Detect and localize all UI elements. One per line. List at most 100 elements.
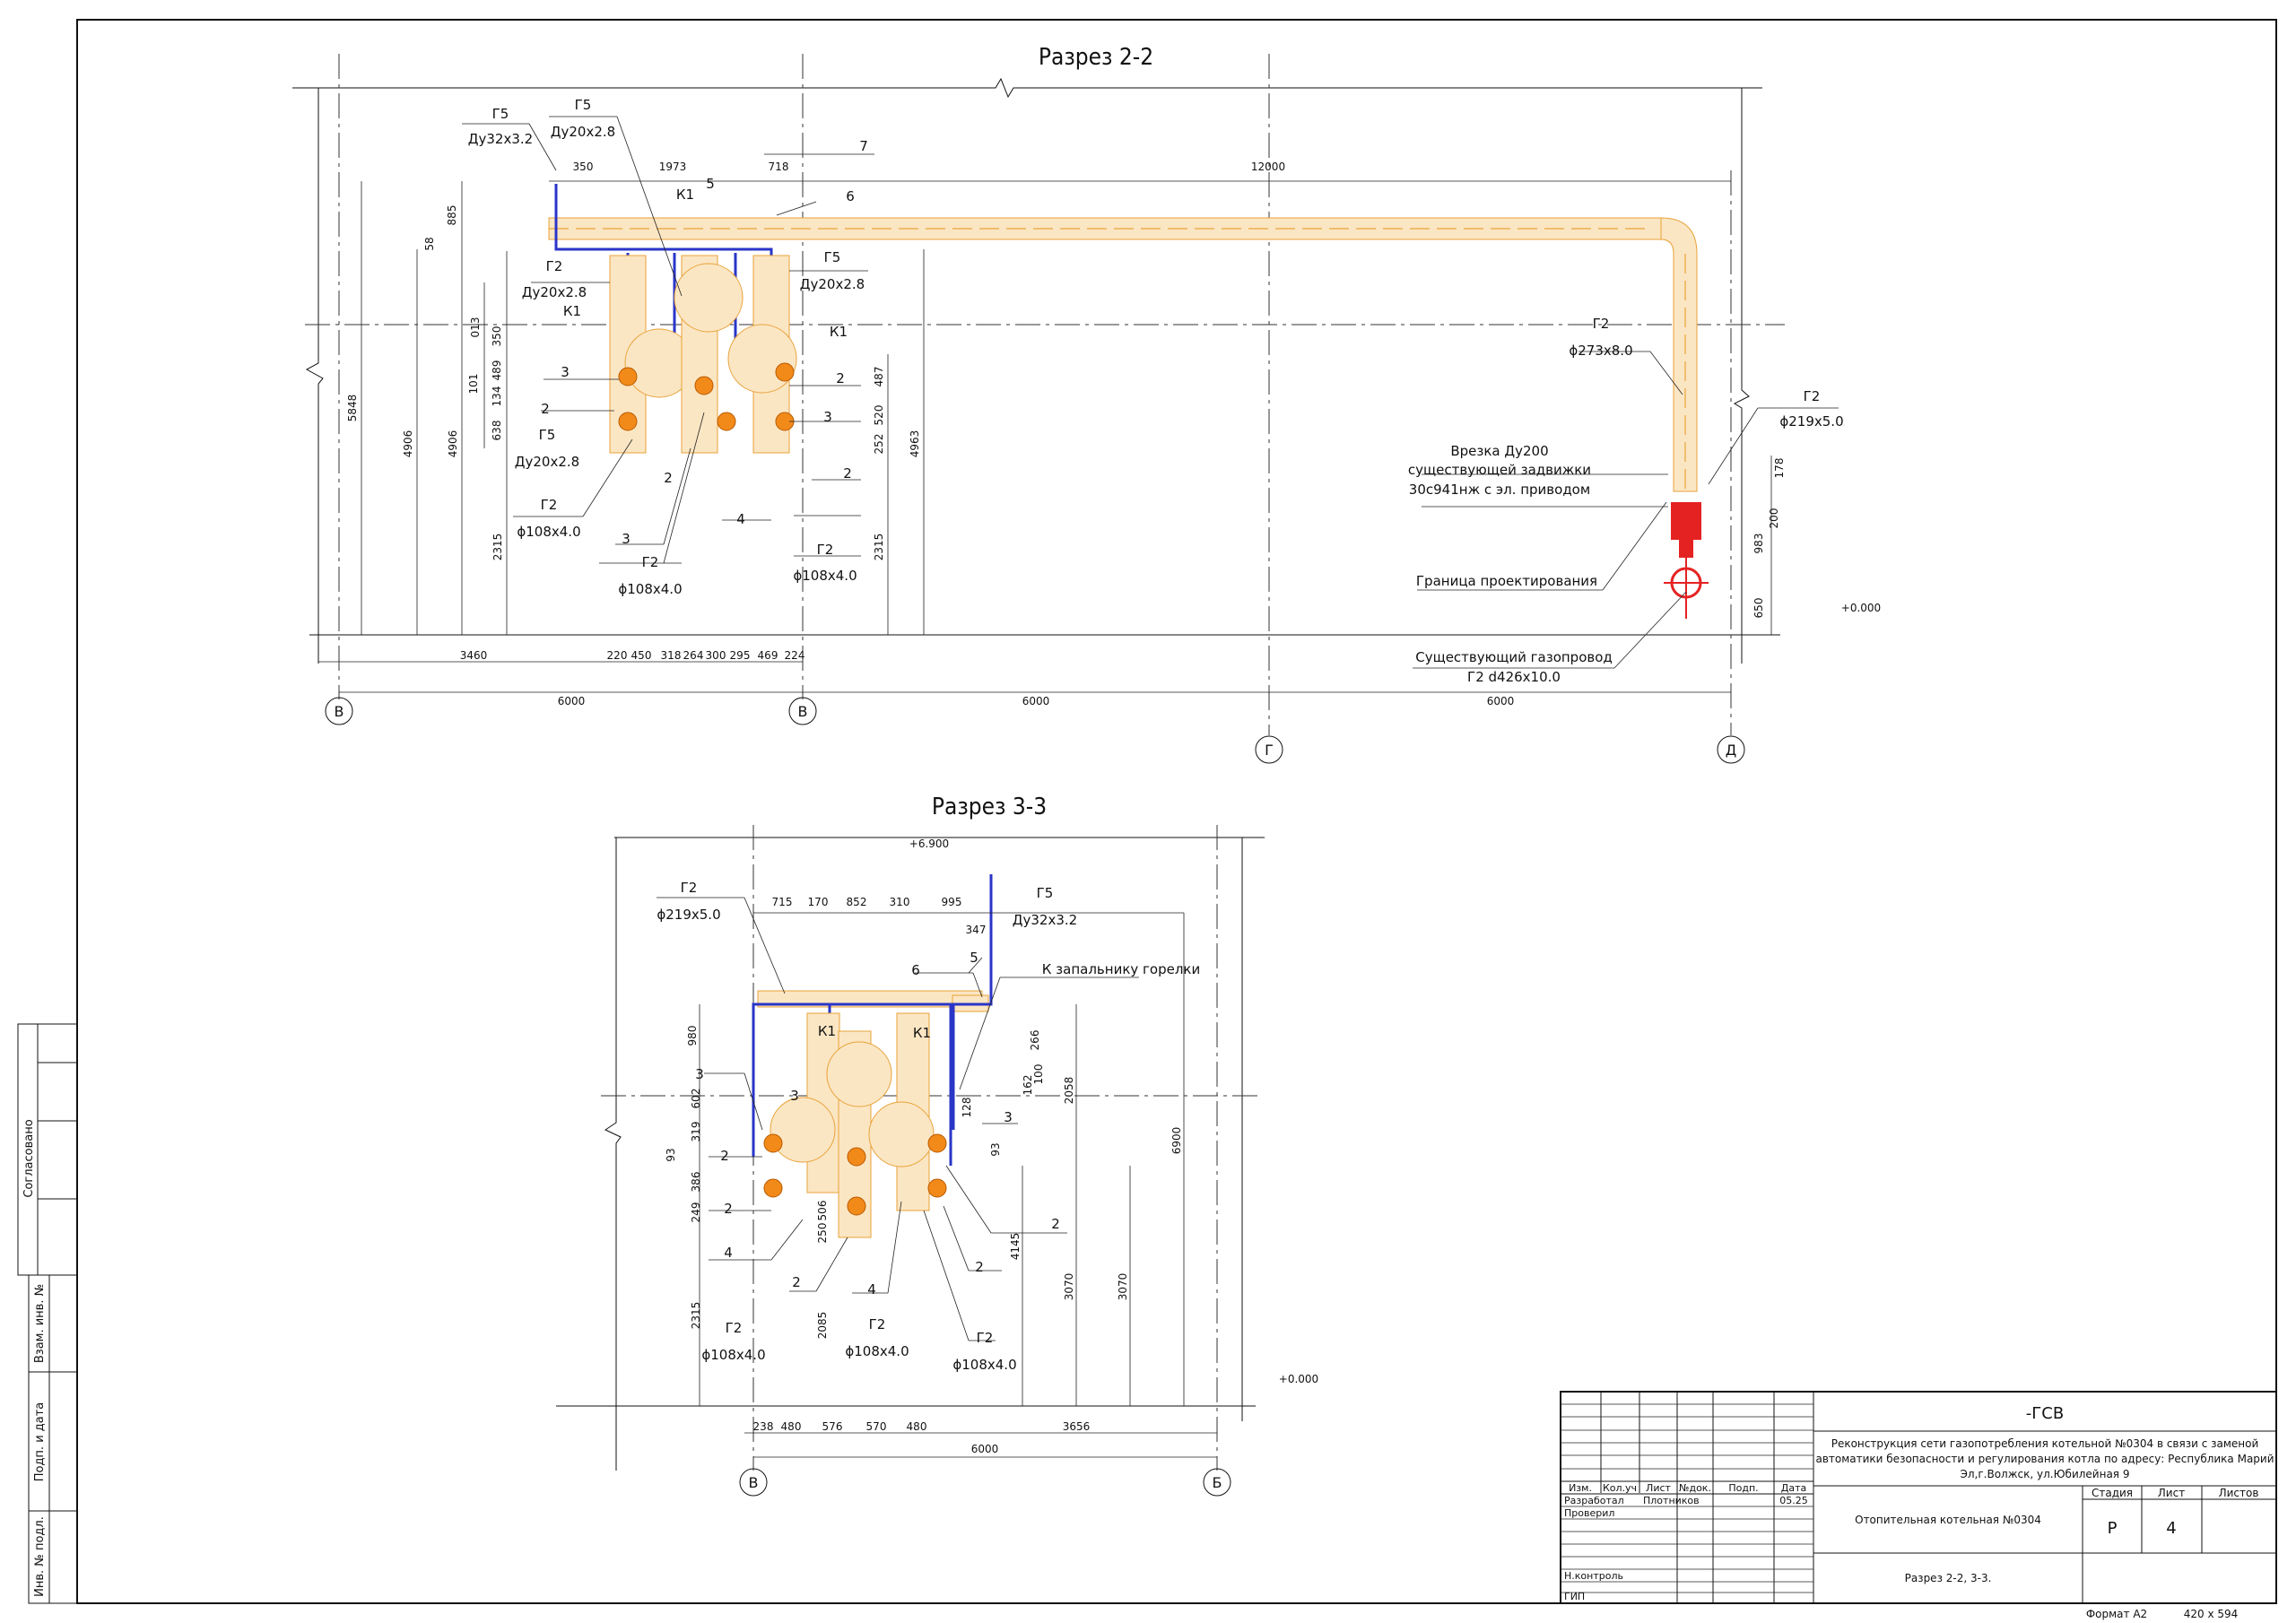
dimension-lines-2 (318, 180, 1772, 693)
tb-project-1: Реконструкция сети газопотребления котел… (1831, 1437, 2259, 1450)
axis-label-3-2: Б (1213, 1474, 1222, 1491)
label-g2c: Г2 (642, 554, 659, 570)
tb-chief-engineer: ГИП (1564, 1591, 1585, 1602)
burner-unit-3 (727, 255, 797, 454)
dim-252: 252 (873, 434, 885, 455)
dim3-249: 249 (690, 1202, 702, 1223)
tb-h-podp: Подп. (1728, 1482, 1758, 1494)
dim-3460: 3460 (460, 649, 488, 662)
label-n3c: 3 (823, 409, 832, 425)
leaders-2 (462, 116, 1839, 669)
section-3-title: Разрез 3-3 (932, 794, 1047, 820)
burner-unit-3-3 (868, 1012, 947, 1211)
label-3-n2c: 2 (792, 1274, 801, 1290)
label-g5b-d: Ду20х2.8 (551, 124, 615, 140)
label-3-n2e: 2 (1051, 1216, 1060, 1232)
tb-h-data: Дата (1781, 1482, 1806, 1494)
dim3-386: 386 (690, 1172, 702, 1193)
dim3-2058: 2058 (1063, 1077, 1075, 1105)
tb-project-2: автоматики безопасности и регулирования … (1815, 1453, 2274, 1465)
label-g5c-d: Ду20х2.8 (800, 276, 865, 292)
dim3-2315: 2315 (690, 1302, 702, 1330)
tb-h-izm: Изм. (1569, 1482, 1592, 1494)
label-g5b: Г5 (575, 97, 592, 113)
dimensions-2: 350 1973 718 12000 885 58 5848 4906 4906… (346, 161, 1786, 707)
label-3-g2c: Г2 (869, 1316, 886, 1332)
sheet-frame (76, 19, 2277, 1604)
dim3-2085: 2085 (816, 1312, 829, 1340)
label-3-g2a-d: ϕ219х5.0 (657, 907, 720, 923)
tb-format: Формат А2 (2086, 1608, 2147, 1620)
label-3-n2b: 2 (724, 1201, 733, 1217)
label-3-n4b: 4 (867, 1281, 876, 1298)
section-2-2: Разрез 2-2 В В Г Д (292, 44, 1881, 764)
dim3-319: 319 (690, 1122, 702, 1142)
dim3-266: 266 (1029, 1030, 1041, 1051)
label-k1b: К1 (563, 303, 581, 319)
label-3-n3b: 3 (790, 1088, 799, 1104)
label-3-n2a: 2 (720, 1148, 729, 1164)
dim-6000a: 6000 (558, 695, 586, 707)
section-2-title: Разрез 2-2 (1039, 44, 1153, 71)
label-n2d: 2 (843, 465, 852, 482)
dim-6000b: 6000 (1022, 695, 1050, 707)
tb-checked: Проверил (1564, 1507, 1614, 1519)
label-n2a: 2 (541, 401, 550, 417)
label-3-k1b: К1 (913, 1025, 931, 1041)
dim-295: 295 (730, 649, 751, 662)
label-tie-in-3: 30с941нж с эл. приводом (1409, 482, 1590, 498)
tie-in-valve (1664, 502, 1709, 619)
dim3-480b: 480 (907, 1420, 927, 1433)
label-3-g2d-d: ϕ108х4.0 (952, 1357, 1016, 1373)
label-g5d-d: Ду20х2.8 (515, 454, 579, 470)
dim3-3070a: 3070 (1063, 1273, 1075, 1301)
dim-101: 101 (467, 374, 480, 395)
dim3-93b: 93 (989, 1142, 1002, 1156)
label-g2e-d: ϕ273х8.0 (1569, 343, 1632, 359)
level-top-3: +6.900 (909, 838, 949, 850)
dim-350: 350 (573, 161, 594, 173)
label-g5a-d: Ду32х3.2 (468, 131, 533, 147)
dim3-170: 170 (808, 896, 829, 908)
dim-2315b: 2315 (873, 534, 885, 561)
label-g2b: Г2 (541, 497, 558, 513)
axis-marker-3-1: В (739, 1468, 768, 1497)
tb-h-list: Лист (1646, 1482, 1671, 1494)
dim3-3656: 3656 (1063, 1420, 1091, 1433)
label-3-g2a: Г2 (681, 880, 698, 896)
label-g2f: Г2 (1804, 388, 1821, 404)
dim3-347: 347 (966, 924, 987, 936)
label-3-k1a: К1 (818, 1023, 836, 1039)
dim3-852: 852 (847, 896, 867, 908)
label-3-g2c-d: ϕ108х4.0 (845, 1343, 909, 1359)
dim3-6000: 6000 (971, 1443, 999, 1455)
dim3-4145: 4145 (1009, 1233, 1022, 1261)
leaders-3 (657, 897, 1139, 1341)
dim3-162: 162 (1022, 1075, 1034, 1096)
label-g5a: Г5 (492, 106, 509, 122)
dim3-100: 100 (1032, 1064, 1045, 1085)
label-3-g2d: Г2 (977, 1330, 994, 1346)
burner-unit-3-1 (763, 1012, 840, 1198)
callouts-2: Г5 Ду32х3.2 Г5 Ду20х2.8 7 6 5 К1 Г5 Ду20… (468, 97, 1881, 685)
label-3-n3c: 3 (1004, 1109, 1013, 1125)
dim3-506: 506 (816, 1201, 829, 1221)
level-zero-2: +0.000 (1841, 602, 1881, 614)
dim3-980: 980 (686, 1026, 699, 1046)
label-n6: 6 (846, 188, 855, 204)
dim-489: 489 (491, 360, 503, 381)
dim3-310: 310 (890, 896, 910, 908)
axis-label-4: Д (1726, 742, 1737, 759)
axis-label-2: В (798, 703, 808, 720)
dim-58: 58 (423, 237, 436, 250)
dim3-995: 995 (942, 896, 962, 908)
dim3-570: 570 (866, 1420, 887, 1433)
label-g2a-d: Ду20х2.8 (522, 284, 587, 300)
axis-marker-3-2: Б (1203, 1468, 1231, 1497)
label-g2c-d: ϕ108х4.0 (618, 581, 682, 597)
dim3-715: 715 (772, 896, 793, 908)
label-n5: 5 (706, 176, 715, 192)
axis-marker-2: В (788, 697, 817, 725)
label-3-n2d: 2 (975, 1259, 984, 1275)
tb-object: Отопительная котельная №0304 (1855, 1514, 2041, 1526)
